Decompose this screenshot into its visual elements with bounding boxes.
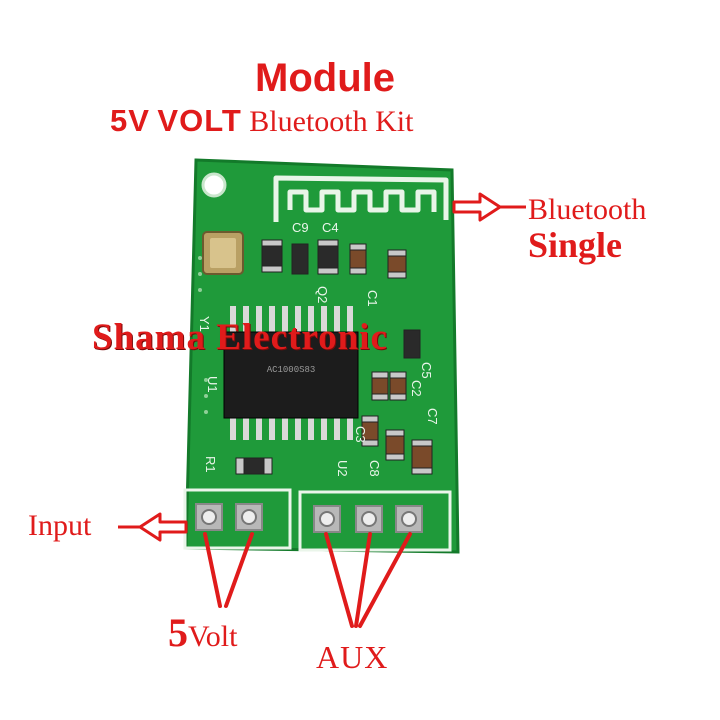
ic-pin (282, 416, 288, 440)
chip-marking: AC1000S83 (267, 365, 316, 375)
five-volt-label: 5Volt (168, 613, 238, 654)
subtitle-rest: Bluetooth Kit (249, 105, 414, 138)
ic-pin (269, 416, 275, 440)
ic-pin (347, 306, 353, 334)
silk-r1: R1 (203, 456, 218, 473)
mounting-hole-icon (201, 172, 227, 198)
input-label: Input (28, 509, 92, 542)
ic-pin (230, 306, 236, 334)
annotation-lines (203, 532, 412, 628)
ic-pin (230, 416, 236, 440)
ic-pin (243, 306, 249, 334)
silk-c1: C1 (365, 290, 380, 307)
silk-c2: C2 (409, 380, 424, 397)
silk-u1: U1 (205, 376, 220, 393)
ic-pin (321, 306, 327, 334)
ic-pin (308, 306, 314, 334)
volt-word: Volt (188, 620, 238, 653)
ic-pin (243, 416, 249, 440)
subtitle-volt-word: VOLT (157, 103, 242, 138)
silk-u2: U2 (335, 460, 350, 477)
antenna-trace (273, 175, 449, 222)
subtitle: 5V VOLT Bluetooth Kit (110, 104, 413, 139)
watermark-text: Shama Electronic (92, 317, 388, 358)
ic-pin (334, 306, 340, 334)
aux-label: AUX (316, 639, 389, 675)
silk-c5: C5 (419, 362, 434, 379)
subtitle-voltage: 5V (110, 103, 150, 138)
silk-c7: C7 (425, 408, 440, 425)
silk-c9: C9 (292, 220, 309, 235)
smd-components (235, 239, 433, 475)
silk-c8: C8 (367, 460, 382, 477)
silk-c3: C3 (353, 426, 368, 443)
ic-pin (321, 416, 327, 440)
silk-q2: Q2 (315, 286, 330, 303)
ic-pin (256, 306, 262, 334)
ic-pin (282, 306, 288, 334)
annotation-arrows (118, 192, 526, 542)
silk-c4: C4 (322, 220, 339, 235)
bluetooth-label: Bluetooth (528, 193, 647, 226)
main-ic-chip: AC1000S83 (223, 306, 359, 440)
header-pins (183, 488, 452, 552)
ic-pin (347, 416, 353, 440)
bluetooth-arrow-icon (452, 192, 526, 222)
ic-pin (334, 416, 340, 440)
title: Module (255, 56, 395, 100)
single-label: Single (528, 225, 623, 265)
crystal-oscillator (202, 231, 244, 275)
ic-pin (295, 416, 301, 440)
ic-pin (256, 416, 262, 440)
input-arrow-icon (118, 512, 188, 542)
silk-y1: Y1 (197, 316, 212, 332)
ic-pin (295, 306, 301, 334)
five-number: 5 (168, 610, 188, 655)
ic-pin (269, 306, 275, 334)
silkscreen-labels: C9 C4 Y1 Q2 C1 U1 C5 C2 C7 C3 C8 R1 U2 (197, 220, 440, 477)
ic-pin (308, 416, 314, 440)
